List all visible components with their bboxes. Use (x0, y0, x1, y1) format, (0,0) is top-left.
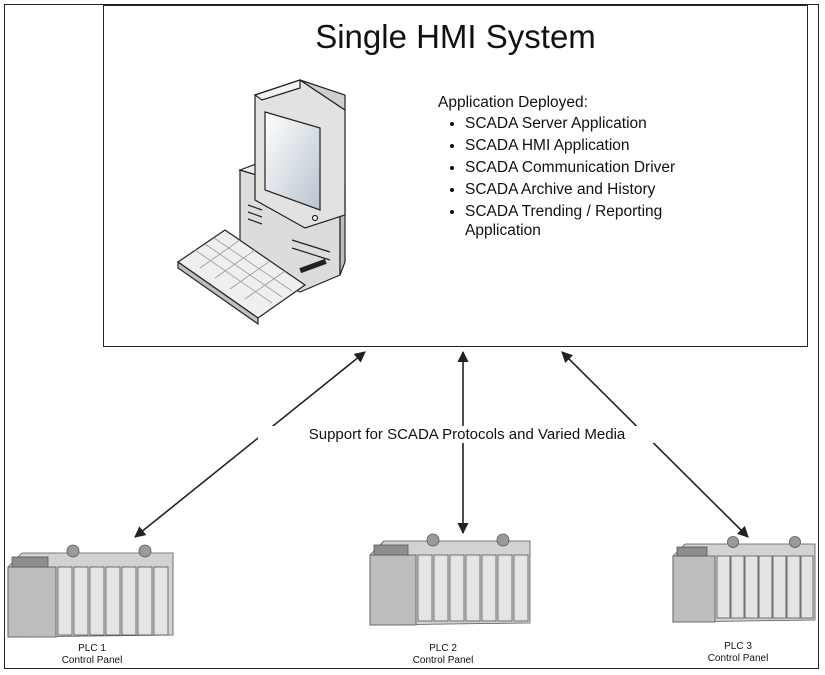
applications-list: Application Deployed: SCADA Server Appli… (438, 93, 718, 243)
app-item: SCADA Server Application (465, 114, 718, 133)
diagram-frame (4, 4, 819, 669)
diagram-title: Single HMI System (315, 18, 596, 55)
app-item: SCADA HMI Application (465, 136, 718, 155)
plc-1-label: PLC 1 Control Panel (37, 643, 147, 667)
plc-name: PLC 3 (724, 641, 752, 652)
plc-2-label: PLC 2 Control Panel (388, 643, 498, 667)
app-item: SCADA Archive and History (465, 180, 718, 199)
plc-name: PLC 1 (78, 643, 106, 654)
link-arrow-plc1 (134, 351, 366, 538)
plc-caption: Control Panel (61, 655, 123, 666)
plc-caption: Control Panel (707, 653, 769, 664)
app-item: SCADA Trending / Reporting Application (465, 202, 718, 240)
plc-3-label: PLC 3 Control Panel (683, 641, 793, 665)
plc-3-icon (672, 536, 816, 623)
app-item: SCADA Communication Driver (465, 158, 718, 177)
plc-1-icon (7, 544, 174, 638)
computer-icon (176, 79, 346, 326)
plc-2-icon (369, 533, 531, 626)
applications-heading: Application Deployed: (438, 94, 588, 111)
plc-caption: Control Panel (412, 655, 474, 666)
link-arrow-plc3 (561, 351, 749, 538)
protocols-label: Support for SCADA Protocols and Varied M… (258, 426, 676, 443)
plc-name: PLC 2 (429, 643, 457, 654)
